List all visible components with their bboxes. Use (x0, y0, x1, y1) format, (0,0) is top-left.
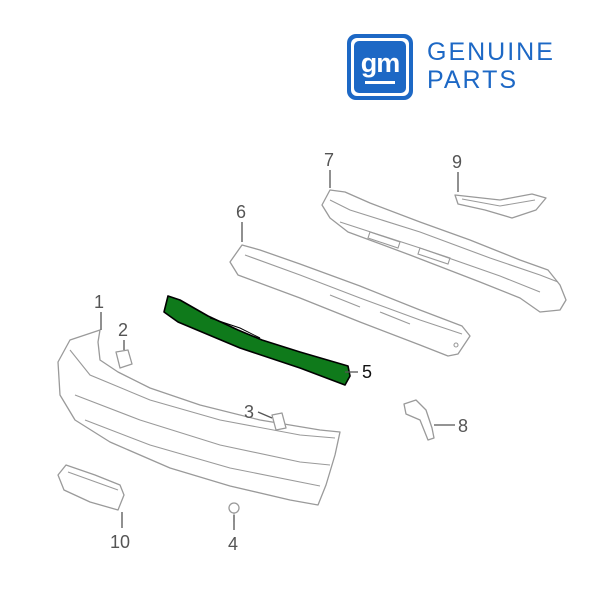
part-7-reinforcement[interactable] (321, 189, 567, 313)
part-8-bracket[interactable] (403, 399, 435, 441)
part-5-highlighted[interactable] (163, 295, 351, 386)
callout-1: 1 (94, 292, 104, 312)
callout-7: 7 (324, 150, 334, 170)
callout-2: 2 (118, 320, 128, 340)
brand-wordmark: GENUINE PARTS (427, 38, 555, 94)
callout-4: 4 (228, 534, 238, 554)
callout-3: 3 (244, 402, 254, 422)
brand-line-genuine: GENUINE (427, 38, 555, 66)
part-3-clip[interactable] (271, 412, 287, 431)
part-10-cover[interactable] (57, 464, 125, 511)
gm-logo-text: gm (360, 48, 401, 78)
callout-8: 8 (458, 416, 468, 436)
part-2-clip[interactable] (115, 349, 133, 369)
callout-5: 5 (362, 362, 372, 382)
callout-6: 6 (236, 202, 246, 222)
brand-line-parts: PARTS (427, 66, 519, 94)
part-4-screw[interactable] (228, 502, 240, 522)
part-9-molding[interactable] (454, 193, 547, 219)
leader-lines (100, 170, 459, 530)
part-1-bumper-fascia[interactable] (57, 329, 341, 506)
gm-logo: gm (347, 34, 413, 100)
callout-10: 10 (110, 532, 130, 552)
gm-genuine-parts-brand: gm GENUINE PARTS (347, 34, 587, 100)
callout-9: 9 (452, 152, 462, 172)
part-6-energy-absorber[interactable] (229, 244, 471, 357)
